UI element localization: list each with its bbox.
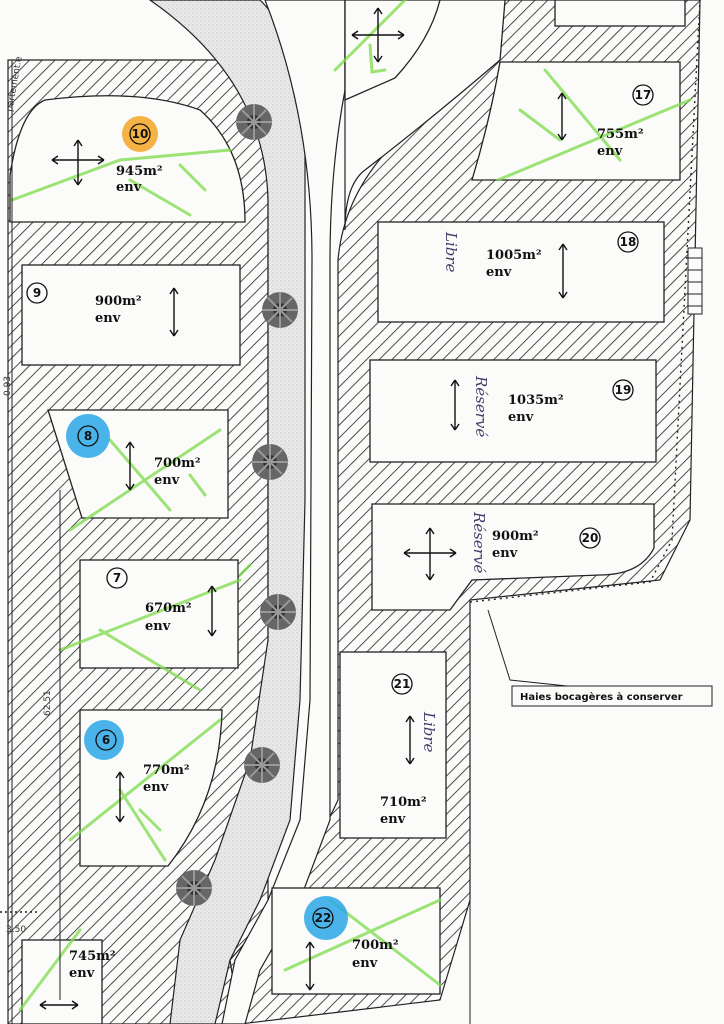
tree-icon	[176, 870, 212, 906]
lot-21-unit: env	[380, 812, 406, 827]
lot-10-unit: env	[116, 180, 142, 195]
lot-20-unit: env	[492, 546, 518, 561]
vertical-arrow-icon	[305, 941, 315, 991]
lot-20-number: 20	[582, 531, 599, 545]
margin-number-1: 62.51	[43, 690, 53, 716]
vertical-arrow-icon	[557, 92, 567, 141]
blue-marker-lot-8	[66, 414, 110, 458]
cross-arrow-icon	[51, 139, 105, 186]
hedges-legend: Haies bocagères à conserver	[511, 685, 713, 707]
lot-shapes	[9, 0, 686, 1024]
lot-18-status: Libre	[442, 231, 460, 273]
lot-19-number: 19	[615, 383, 632, 397]
lot-18-unit: env	[486, 265, 512, 280]
lot-22-unit: env	[352, 956, 378, 971]
margin-number-3: 3.50	[6, 925, 26, 935]
lot-6-number: 6	[102, 733, 110, 747]
blue-marker-lot-6	[84, 720, 124, 760]
lot-22-area: 700m²	[352, 938, 399, 953]
lot-6-unit: env	[143, 780, 169, 795]
lot-7-number: 7	[113, 571, 121, 585]
lot-10-area: 945m²	[116, 164, 163, 179]
lot-8-unit: env	[154, 473, 180, 488]
lot-5-unit: env	[69, 966, 95, 981]
lot-21-area: 710m²	[380, 795, 427, 810]
lot-22-number: 22	[315, 911, 332, 925]
green-marker-marks	[10, 0, 692, 1012]
highlight-markers	[66, 116, 348, 940]
handwritten-notes: Libre Réservé Réservé Libre	[420, 231, 490, 753]
vertical-arrow-icon	[558, 243, 568, 299]
lot-10-number: 10	[132, 127, 149, 141]
lot-9-number: 9	[33, 286, 41, 300]
vertical-arrow-icon	[450, 379, 460, 431]
arrow-markers	[39, 7, 568, 1010]
vertical-arrow-icon	[125, 441, 135, 491]
tree-icon	[260, 594, 296, 630]
lot-21-number: 21	[394, 677, 411, 691]
hedges-label: Haies bocagères à conserver	[520, 691, 683, 703]
orange-marker-lot-10	[122, 116, 158, 152]
lot-numbers: 10 9 8 7 6 17 18 19 20 21 22	[33, 88, 652, 925]
tree-markers	[176, 104, 298, 906]
lot-21-status: Libre	[420, 711, 438, 753]
vertical-arrow-icon	[115, 771, 125, 823]
lot-18-area: 1005m²	[486, 248, 542, 263]
lot-areas: 945m² env 900m² env 700m² env 670m² env …	[69, 127, 644, 981]
lot-6-area: 770m²	[143, 763, 190, 778]
lot-18-number: 18	[620, 235, 637, 249]
vertical-arrow-icon	[207, 585, 217, 637]
lot-19-area: 1035m²	[508, 393, 564, 408]
cross-arrow-icon	[403, 527, 457, 581]
lot-number-circles	[26, 84, 654, 929]
lot-8-area: 700m²	[154, 456, 201, 471]
vertical-arrow-icon	[405, 715, 415, 765]
blue-marker-lot-22	[304, 896, 348, 940]
lot-7-unit: env	[145, 619, 171, 634]
cross-arrow-icon	[351, 7, 405, 63]
lot-7-area: 670m²	[145, 601, 192, 616]
tree-icon	[244, 747, 280, 783]
margin-number-2: 0.93	[3, 376, 13, 396]
lot-19-unit: env	[508, 410, 534, 425]
tree-icon	[262, 292, 298, 328]
lot-9-area: 900m²	[95, 294, 142, 309]
lot-17-unit: env	[597, 144, 623, 159]
lot-8-number: 8	[84, 429, 92, 443]
tree-icon	[236, 104, 272, 140]
lot-9-unit: env	[95, 311, 121, 326]
lot-17-number: 17	[635, 88, 652, 102]
lot-17-area: 755m²	[597, 127, 644, 142]
lot-20-area: 900m²	[492, 529, 539, 544]
edge-ladder	[687, 247, 703, 315]
horizontal-arrow-icon	[39, 1000, 79, 1010]
lot-20-status: Réservé	[470, 511, 488, 573]
lot-5-area: 745m²	[69, 949, 116, 964]
lot-19-status: Réservé	[472, 375, 490, 437]
tree-icon	[252, 444, 288, 480]
vertical-arrow-icon	[169, 287, 179, 337]
